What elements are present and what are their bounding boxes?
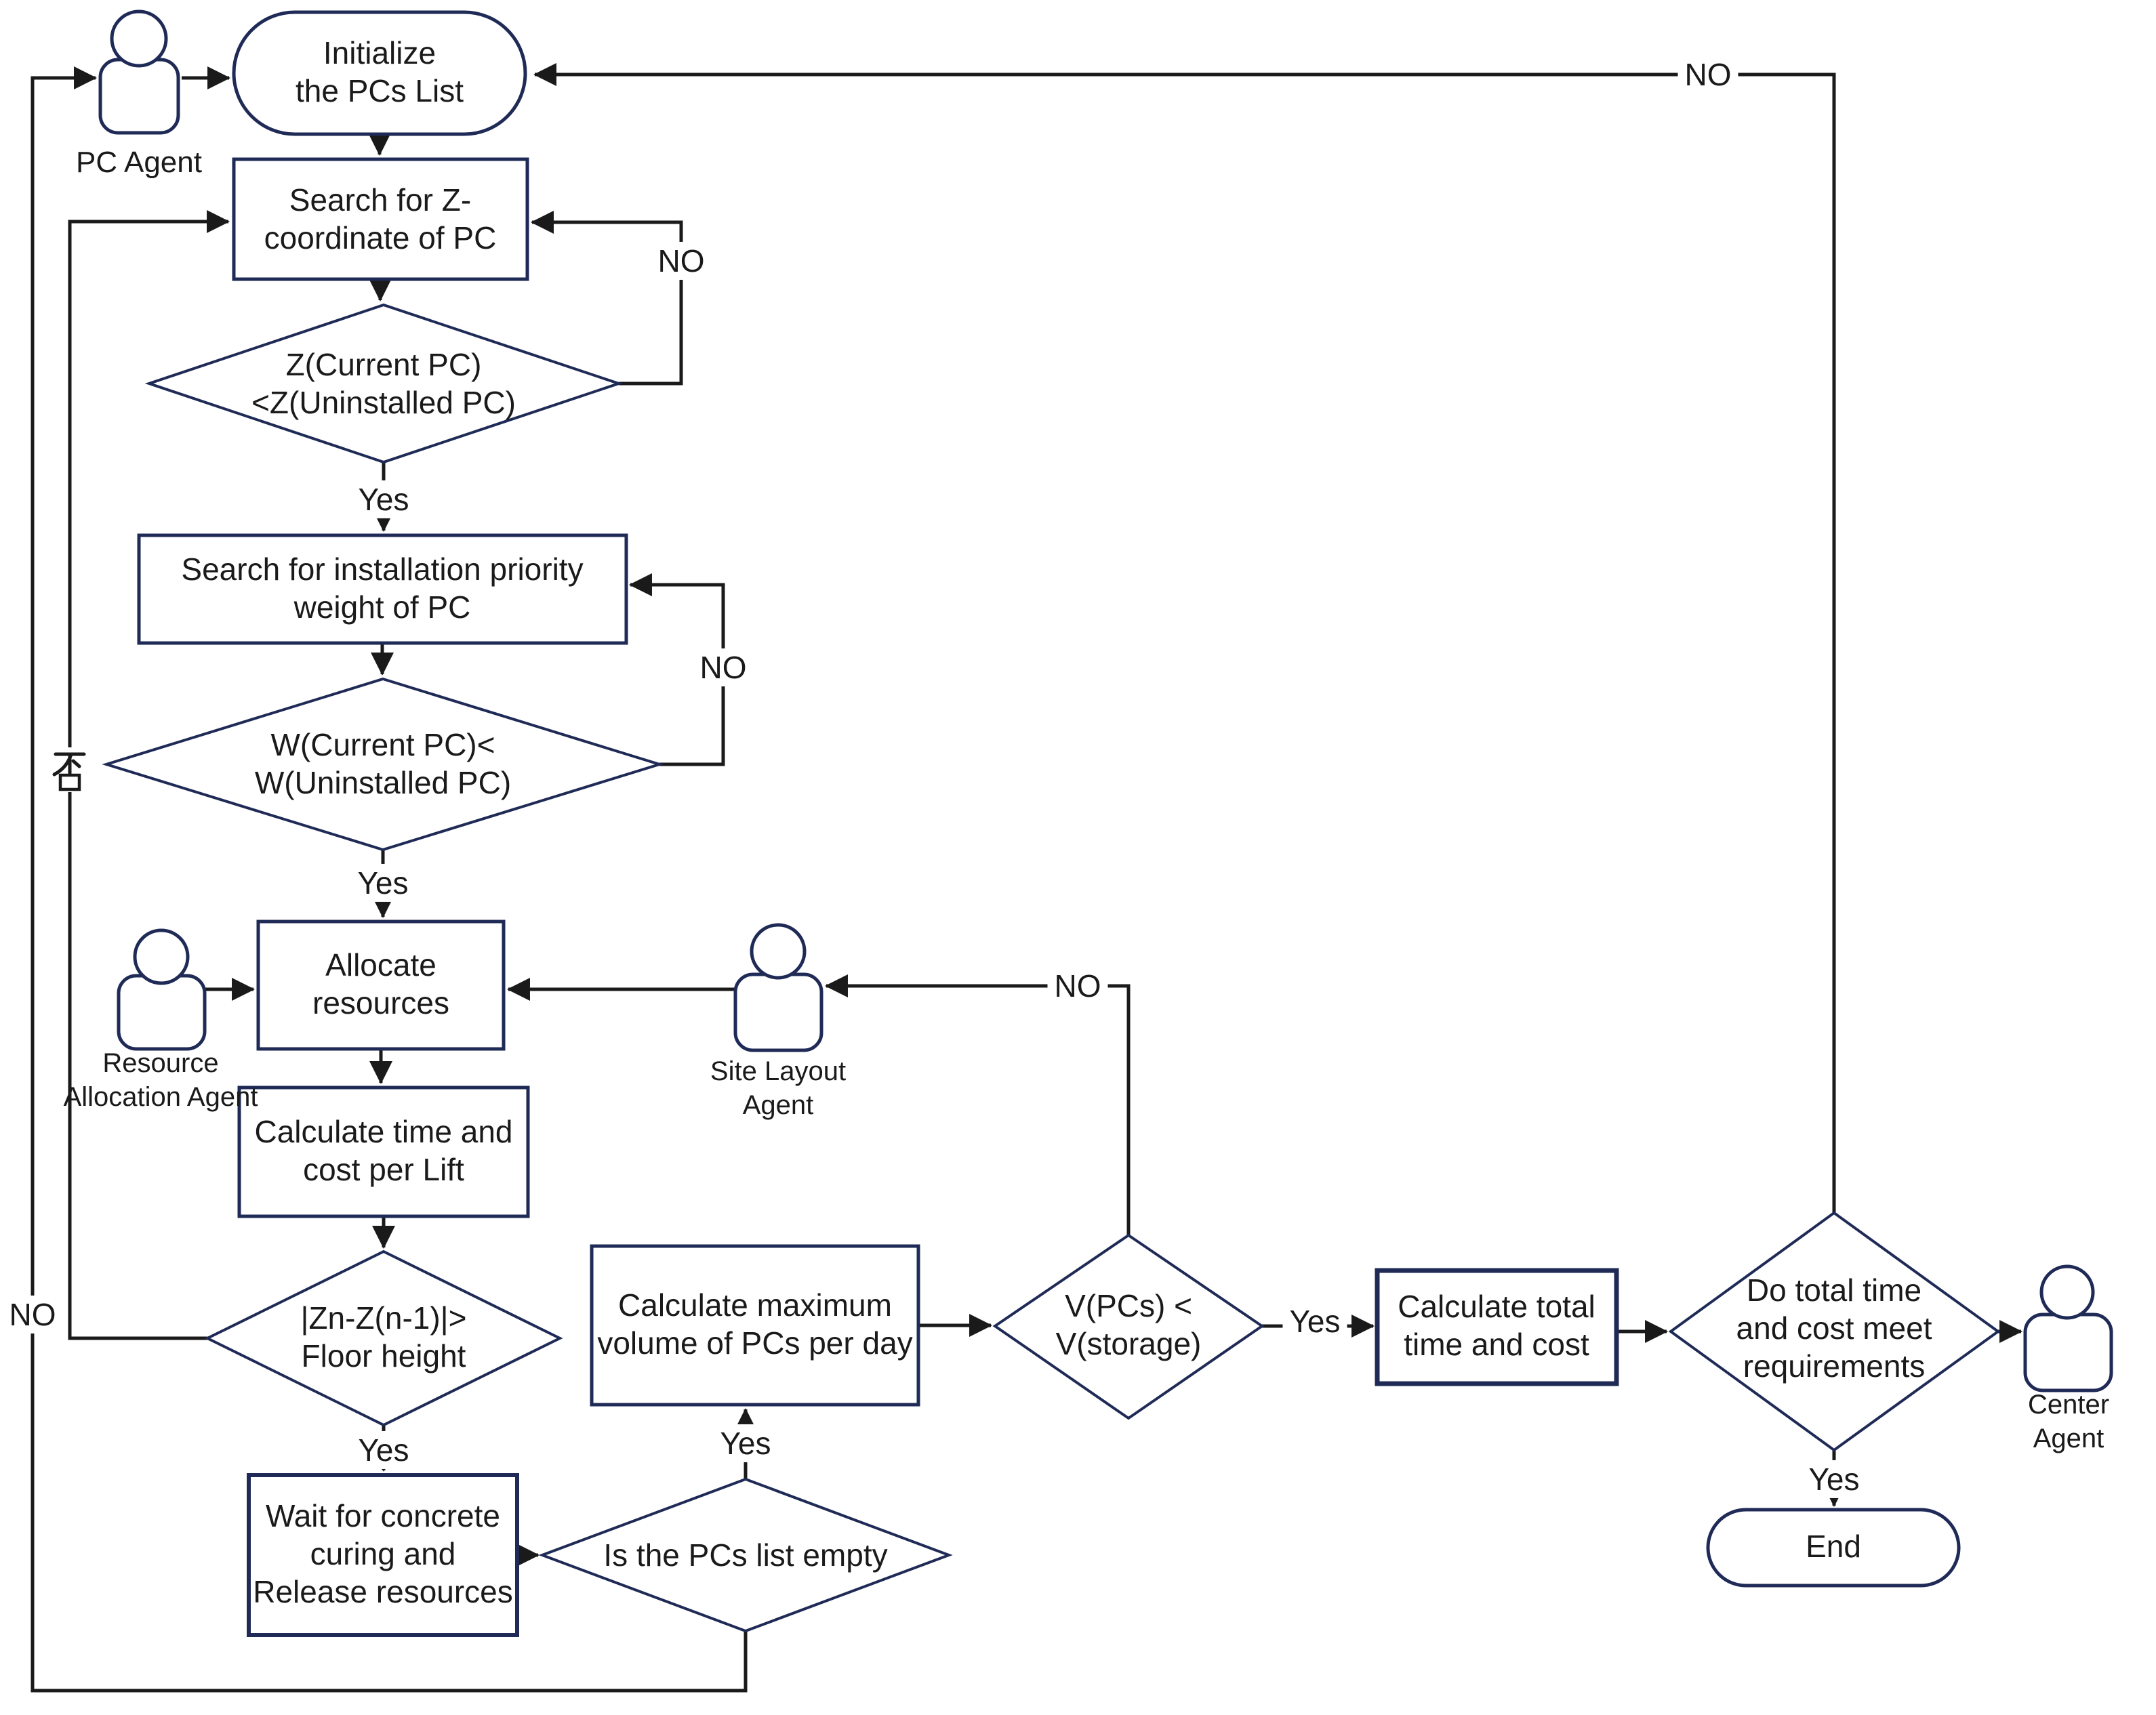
node-calc-total-box	[1375, 1268, 1619, 1386]
pc-agent-label: PC Agent	[76, 146, 202, 180]
site-layout-agent-label: Site Layout Agent	[710, 1056, 847, 1120]
node-start-terminator	[232, 10, 527, 136]
edge-v-check-no-to-site-agent	[824, 974, 1131, 1235]
node-zn-check-diamond	[204, 1249, 563, 1427]
site-layout-agent-person-icon	[733, 923, 823, 1052]
node-wait-cure-box	[247, 1473, 519, 1637]
edge-empty-no-loop-to-start	[30, 66, 748, 1693]
no-label-chinese-icon	[52, 747, 87, 792]
edge-z-check-no-loop	[530, 211, 683, 386]
empty-check-no-label: NO	[2, 1295, 63, 1334]
req-check-no-label: NO	[1677, 55, 1738, 94]
node-empty-check-diamond	[538, 1477, 953, 1633]
edge-req-check-no-loop-to-initialize	[533, 63, 1836, 1213]
node-z-check-diamond	[144, 303, 624, 464]
center-agent-label: Center Agent	[2027, 1390, 2110, 1453]
w-check-yes-label: Yes	[350, 863, 415, 903]
resource-allocation-agent-person-icon	[117, 928, 207, 1051]
resource-allocation-agent-label: Resource Allocation Agent	[63, 1048, 258, 1112]
req-check-yes-label: Yes	[1802, 1460, 1867, 1499]
w-check-no-label: NO	[693, 648, 754, 687]
node-search-z-box	[232, 157, 529, 281]
center-agent-person-icon	[2023, 1264, 2113, 1392]
zn-check-yes-label: Yes	[351, 1430, 416, 1470]
node-search-weight-box	[137, 533, 628, 645]
node-req-check-diamond	[1668, 1211, 2001, 1452]
v-check-no-label: NO	[1047, 966, 1108, 1006]
z-check-yes-label: Yes	[351, 480, 416, 519]
node-v-check-diamond	[992, 1233, 1265, 1420]
node-end-terminator	[1706, 1508, 1961, 1588]
v-check-yes-label: Yes	[1282, 1302, 1347, 1341]
z-check-no-label: NO	[651, 241, 712, 281]
pc-agent-person-icon	[98, 9, 180, 135]
empty-check-yes-label: Yes	[713, 1424, 778, 1463]
node-allocate-box	[256, 920, 506, 1051]
node-w-check-diamond	[102, 677, 664, 852]
node-calc-max-box	[590, 1244, 920, 1407]
node-calc-lift-box	[237, 1086, 530, 1218]
